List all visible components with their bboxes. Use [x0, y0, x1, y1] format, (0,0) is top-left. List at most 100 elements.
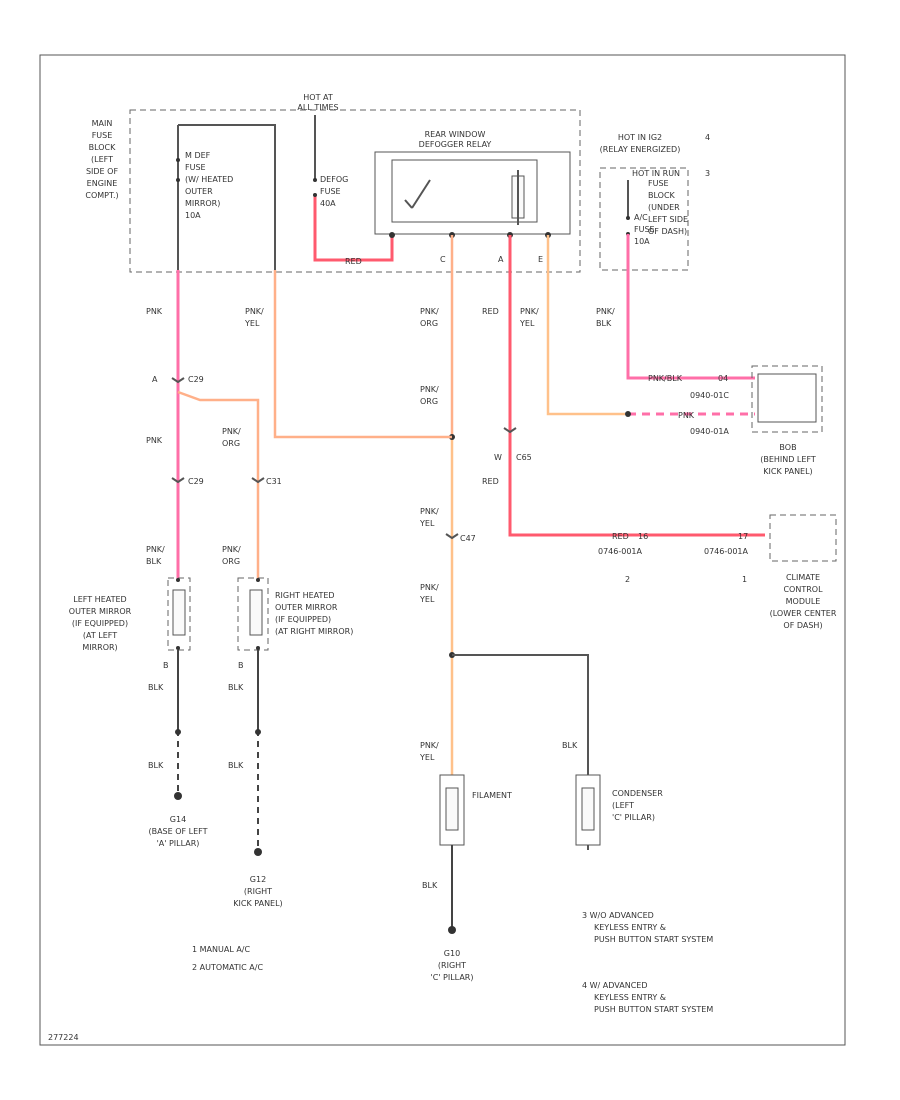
fuse-text: 40A	[320, 199, 336, 208]
to-right-mirror-wire	[177, 390, 260, 580]
relay-a-wire-label-2: RED	[482, 477, 499, 486]
label-line: CLIMATE	[786, 573, 820, 582]
right-heated-mirror	[237, 577, 269, 651]
label-line: (RIGHT	[438, 961, 466, 970]
relay-title: REAR WINDOW	[425, 130, 486, 139]
splice-dot	[625, 411, 631, 417]
bob-label: BOB	[779, 443, 796, 452]
mirror-wire-label-2: YEL	[244, 319, 260, 328]
label-line: (IF EQUIPPED)	[275, 615, 331, 624]
c65-label: C65	[516, 453, 532, 462]
defog-fuse: DEFOG FUSE 40A	[313, 175, 348, 208]
legend-line: PUSH BUTTON START SYSTEM	[594, 1005, 713, 1014]
ground-g14-label: G14 (BASE OF LEFT 'A' PILLAR)	[148, 815, 207, 848]
fuse-text: A/C	[634, 213, 648, 222]
label-line: OF DASH)	[783, 621, 822, 630]
climate-option-1: 1	[742, 575, 747, 584]
filament-label: FILAMENT	[472, 791, 512, 800]
label-line: FUSE	[92, 131, 113, 140]
splice-wire-label-2: ORG	[420, 397, 438, 406]
pnk-org-label-4: ORG	[222, 557, 240, 566]
fuse-text: MIRROR)	[185, 199, 220, 208]
pnk-yel-label-2: YEL	[419, 519, 435, 528]
ground-dot	[255, 729, 261, 735]
pnk-yel-label-3: PNK/	[420, 583, 439, 592]
note-4-marker: 4	[705, 133, 710, 142]
label-line: (LEFT	[91, 155, 113, 164]
bob-outline	[751, 365, 823, 433]
mirror-fuse-to-splice-wire	[273, 270, 452, 439]
defog-wire-red-label: RED	[345, 257, 362, 266]
label-line: LEFT HEATED	[73, 595, 126, 604]
pnk-yel-label: PNK/	[420, 507, 439, 516]
pnk-wire-label: PNK	[146, 307, 163, 316]
hot-at-all-times-label: HOT AT	[303, 93, 333, 102]
label-line: KICK PANEL)	[233, 899, 282, 908]
mirror-pin	[256, 578, 260, 582]
ground-g12-label: G12 (RIGHT KICK PANEL)	[233, 875, 282, 908]
c29-connector	[171, 377, 185, 384]
legend-line: 4 W/ ADVANCED	[582, 981, 648, 990]
hot-label-small: HOT IN RUN	[632, 169, 680, 178]
left-blk-label: BLK	[148, 683, 164, 692]
relay-a-wire-label: RED	[482, 307, 499, 316]
c31-label: C31	[266, 477, 282, 486]
fuse-text: FUSE	[320, 187, 341, 196]
ground-g10-label: G10 (RIGHT 'C' PILLAR)	[431, 949, 474, 982]
relay-pin-dot	[389, 232, 395, 238]
label-line: G12	[250, 875, 266, 884]
pnk-yel-label-4: YEL	[419, 595, 435, 604]
label-line: CONTROL	[783, 585, 823, 594]
label-line: (BASE OF LEFT	[148, 827, 207, 836]
c31-connector	[251, 477, 265, 484]
climate-pin-17: 17	[738, 532, 748, 541]
left-mirror-element	[172, 589, 186, 636]
right-mirror-element	[249, 589, 263, 636]
relay-pin-e: E	[538, 255, 543, 264]
bob-pin-04: 04	[718, 374, 728, 383]
left-mirror-label: LEFT HEATED OUTER MIRROR (IF EQUIPPED) (…	[69, 595, 132, 652]
relay-inner	[391, 159, 538, 223]
main-fuse-block-label: MAIN FUSE BLOCK (LEFT SIDE OF ENGINE COM…	[85, 119, 118, 200]
label-line: (AT LEFT	[83, 631, 117, 640]
ground-g10-symbol	[448, 926, 456, 934]
left-blk-label-2: BLK	[148, 761, 164, 770]
ground-g12-symbol	[254, 848, 262, 856]
c65-connector	[503, 427, 517, 434]
bob-label-2: (BEHIND LEFT	[760, 455, 816, 464]
diagram-id: 277224	[48, 1033, 79, 1042]
label-line: MIRROR)	[82, 643, 117, 652]
label-line: G14	[170, 815, 186, 824]
filament-blk-label: BLK	[422, 881, 438, 890]
climate-pin-16: 16	[638, 532, 648, 541]
climate-pin-left: 0746-001A	[598, 547, 643, 556]
fuse-text: 10A	[634, 237, 650, 246]
fuse-text: OUTER	[185, 187, 213, 196]
label-line: (IF EQUIPPED)	[72, 619, 128, 628]
hot-at-all-times-label-2: ALL TIMES	[297, 103, 338, 112]
label-line: OUTER MIRROR	[69, 607, 132, 616]
label-line: 'C' PILLAR)	[431, 973, 474, 982]
label-line: CONDENSER	[612, 789, 663, 798]
label-line: 'C' PILLAR)	[612, 813, 655, 822]
legend-3: 3 W/O ADVANCED KEYLESS ENTRY & PUSH BUTT…	[582, 911, 713, 944]
ground-g14-symbol	[174, 792, 182, 800]
relay-e-wire-label-2: YEL	[519, 319, 535, 328]
label-line: LEFT SIDE	[648, 215, 688, 224]
label-line: FUSE	[648, 179, 669, 188]
label-line: (LOWER CENTER	[770, 609, 837, 618]
c47-label: C47	[460, 534, 476, 543]
pnk-org-label-2: ORG	[222, 439, 240, 448]
c47-connector	[445, 533, 459, 540]
legend-1: 1 MANUAL A/C	[192, 945, 250, 954]
relay-e-wire-label: PNK/	[520, 307, 539, 316]
label-line: SIDE OF	[86, 167, 118, 176]
pnk-yel-label-6: YEL	[419, 753, 435, 762]
bob-pin-top-wire: PNK/BLK	[648, 374, 683, 383]
mirror-pin	[176, 646, 180, 650]
legend-line: PUSH BUTTON START SYSTEM	[594, 935, 713, 944]
label-line: OUTER MIRROR	[275, 603, 338, 612]
relay-c-wire-label: PNK/	[420, 307, 439, 316]
pnk-org-label-3: PNK/	[222, 545, 241, 554]
